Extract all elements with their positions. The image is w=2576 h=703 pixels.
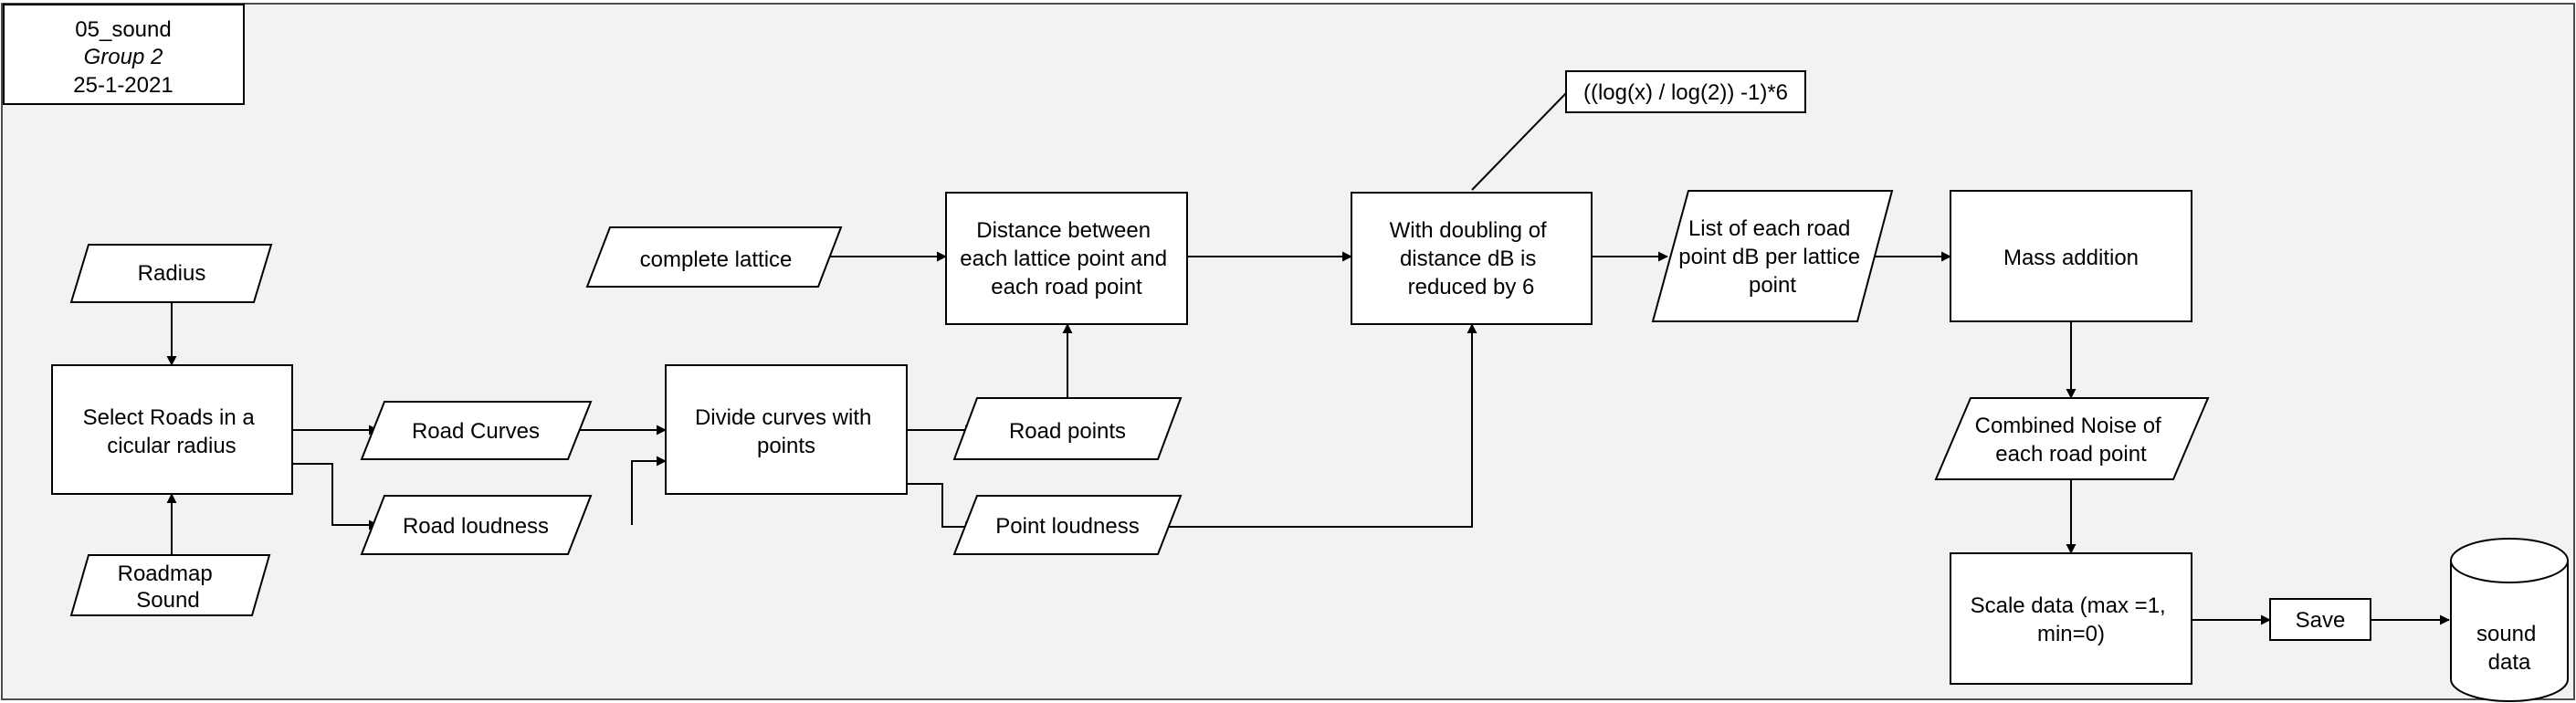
node-distance-between-line2: each lattice point and xyxy=(960,247,1167,271)
svg-text:Select Roads in a cicula: Select Roads in a cicular radius xyxy=(83,405,261,458)
connector-pointloudness-doubling xyxy=(1140,323,1477,528)
node-formula-label: ((log(x) / log(2)) -1)*6 xyxy=(1583,80,1788,105)
node-combined-noise-line2: each road point xyxy=(1995,442,2147,467)
connectors xyxy=(166,92,2450,625)
node-mass-addition-shape xyxy=(1950,190,2192,322)
node-doubling: With doubling of distance dB is reduced … xyxy=(1351,192,1593,325)
node-select-roads-shape xyxy=(51,364,293,495)
svg-text:Point loudness: Point loudness xyxy=(995,514,1139,539)
node-list-db-shape xyxy=(1651,190,1894,322)
node-doubling-shape xyxy=(1351,192,1593,325)
node-divide-curves-line2: points xyxy=(757,434,815,458)
node-distance-between-line3: each road point xyxy=(991,275,1142,299)
node-distance-between-line1: Distance between xyxy=(976,218,1151,243)
node-radius-label: Radius xyxy=(138,261,206,286)
node-formula-shape xyxy=(1565,70,1806,113)
svg-text:Mass addition: Mass addition xyxy=(2003,246,2139,270)
title-block: 05_sound Group 2 25-1-2021 xyxy=(3,4,245,105)
node-distance-between: Distance between each lattice point and … xyxy=(945,192,1188,325)
node-roadmap-sound: Roadmap Sound xyxy=(69,554,271,616)
node-doubling-line1: With doubling of xyxy=(1390,218,1547,243)
group-name: Group 2 xyxy=(84,45,163,69)
node-doubling-line3: reduced by 6 xyxy=(1408,275,1535,299)
node-road-loudness-label: Road loudness xyxy=(403,514,549,539)
node-mass-addition: Mass addition xyxy=(1950,190,2192,322)
node-combined-noise-line1: Combined Noise of xyxy=(1975,414,2161,438)
svg-text:sound data: sound data xyxy=(2476,622,2542,675)
svg-text:With doubling of distanc: With doubling of distance dB is reduced … xyxy=(1390,218,1553,299)
node-road-loudness: Road loudness xyxy=(360,495,593,555)
svg-text:Radius: Radius xyxy=(138,261,206,286)
node-list-db-line1: List of each road xyxy=(1688,216,1850,241)
node-mass-addition-label: Mass addition xyxy=(2003,246,2139,270)
node-road-points-shape xyxy=(952,397,1183,460)
node-radius-shape xyxy=(69,244,273,303)
node-combined-noise-shape xyxy=(1934,397,2210,480)
node-scale-data-shape xyxy=(1950,552,2192,685)
svg-text:Scale data (max =1, min=: Scale data (max =1, min=0) xyxy=(1971,593,2172,646)
svg-text:Road Curves: Road Curves xyxy=(412,419,540,444)
svg-text:Combined Noise of each r: Combined Noise of each road point xyxy=(1975,414,2168,467)
title-block-box xyxy=(3,4,245,105)
svg-text:((log(x) / log(2)) -1)*6: ((log(x) / log(2)) -1)*6 xyxy=(1583,80,1788,105)
node-roadmap-sound-shape xyxy=(69,554,271,616)
connector-divide-pointloudness xyxy=(907,483,975,532)
project-name: 05_sound xyxy=(75,17,171,42)
node-point-loudness: Point loudness xyxy=(952,495,1183,555)
node-sound-data-shape xyxy=(2449,538,2569,702)
node-scale-data: Scale data (max =1, min=0) xyxy=(1950,552,2192,685)
node-list-db-line3: point xyxy=(1749,273,1796,298)
connector-select-loudness xyxy=(292,463,379,530)
node-point-loudness-shape xyxy=(952,495,1183,555)
node-roadmap-sound-line2: Sound xyxy=(136,588,199,613)
node-divide-curves: Divide curves with points xyxy=(665,364,908,495)
node-list-db: List of each road point dB per lattice p… xyxy=(1651,190,1894,322)
node-sound-data-line2: data xyxy=(2488,650,2531,675)
svg-text:Save: Save xyxy=(2296,608,2346,633)
node-radius: Radius xyxy=(69,244,273,303)
node-complete-lattice-shape xyxy=(585,226,843,288)
svg-text:Road loudness: Road loudness xyxy=(403,514,549,539)
connector-formula-doubling xyxy=(1471,92,1567,191)
node-complete-lattice-label: complete lattice xyxy=(640,247,793,272)
node-combined-noise: Combined Noise of each road point xyxy=(1934,397,2210,480)
node-divide-curves-line1: Divide curves with xyxy=(695,405,871,430)
node-road-curves: Road Curves xyxy=(360,401,593,460)
node-scale-data-line1: Scale data (max =1, xyxy=(1971,593,2166,618)
node-select-roads-line2: cicular radius xyxy=(107,434,236,458)
node-road-points: Road points xyxy=(952,397,1183,460)
node-select-roads-line1: Select Roads in a xyxy=(83,405,256,430)
date-label: 25-1-2021 xyxy=(73,73,173,98)
node-road-curves-shape xyxy=(360,401,593,460)
node-road-points-label: Road points xyxy=(1009,419,1126,444)
node-scale-data-line2: min=0) xyxy=(2037,622,2105,646)
node-divide-curves-shape xyxy=(665,364,908,495)
node-save: Save xyxy=(2269,598,2371,641)
node-distance-between-shape xyxy=(945,192,1188,325)
node-sound-data: sound data xyxy=(2449,538,2569,702)
node-save-label: Save xyxy=(2296,608,2346,633)
node-complete-lattice: complete lattice xyxy=(585,226,843,288)
svg-text:List of each road point: List of each road point dB per lattice p… xyxy=(1678,216,1866,298)
node-save-shape xyxy=(2269,598,2371,641)
svg-text:Divide curves with point: Divide curves with points xyxy=(695,405,878,458)
svg-text:Road points: Road points xyxy=(1009,419,1126,444)
node-roadmap-sound-line1: Roadmap xyxy=(118,561,213,586)
node-road-loudness-shape xyxy=(360,495,593,555)
connector-loudness-divide xyxy=(631,456,667,525)
node-list-db-line2: point dB per lattice xyxy=(1678,245,1860,269)
svg-text:Distance between each la: Distance between each lattice point and … xyxy=(960,218,1173,299)
svg-text:complete lattice: complete lattice xyxy=(640,247,793,272)
svg-text:Roadmap Sound: Roadmap Sound xyxy=(118,561,219,613)
node-select-roads: Select Roads in a cicular radius xyxy=(51,364,293,495)
node-formula: ((log(x) / log(2)) -1)*6 xyxy=(1565,70,1806,113)
node-doubling-line2: distance dB is xyxy=(1400,247,1536,271)
node-point-loudness-label: Point loudness xyxy=(995,514,1139,539)
node-sound-data-line1: sound xyxy=(2476,622,2536,646)
node-road-curves-label: Road Curves xyxy=(412,419,540,444)
